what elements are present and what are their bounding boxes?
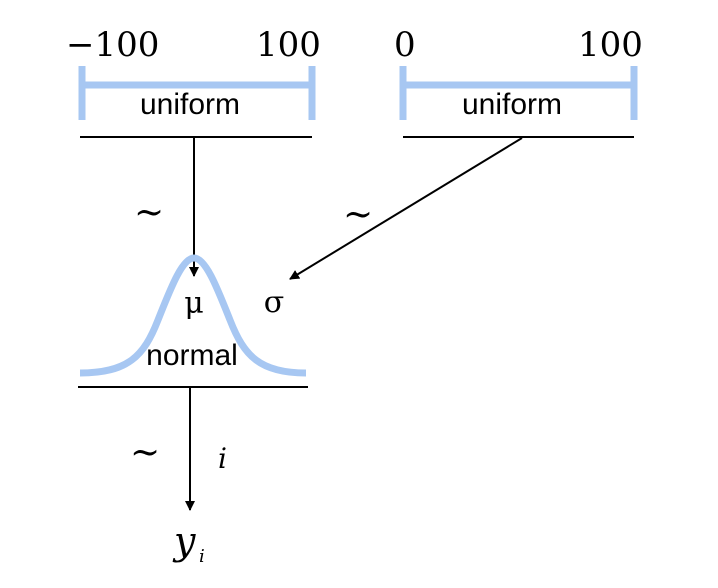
observation-tilde: ~ [130, 432, 160, 473]
likelihood-distribution-label: normal [146, 339, 238, 372]
prior-sigma-tilde: ~ [343, 194, 373, 235]
prior-mu-uniform-node: −100 100 uniform [66, 25, 321, 138]
prior-mu-upper-bound: 100 [256, 25, 321, 65]
prior-sigma-upper-bound: 100 [578, 25, 643, 65]
prior-mu-tilde: ~ [134, 192, 164, 233]
normal-param-sigma: σ [264, 285, 284, 320]
observation-variable-subscript: i [199, 546, 205, 567]
prior-sigma-uniform-node: 0 100 uniform [394, 25, 643, 138]
prior-mu-lower-bound: −100 [66, 25, 159, 65]
prior-mu-uniform-shape [78, 66, 316, 120]
observation-variable: y i [172, 519, 205, 567]
prior-sigma-distribution-label: uniform [462, 88, 562, 121]
prior-sigma-arrow [289, 137, 523, 280]
prior-sigma-uniform-shape [399, 66, 638, 120]
observation-index: i [218, 442, 227, 475]
normal-bell-curve-shape [79, 254, 307, 377]
observation-variable-name: y [172, 519, 196, 563]
prior-sigma-lower-bound: 0 [394, 25, 416, 65]
likelihood-normal-node: μ σ normal [78, 254, 308, 388]
prior-mu-distribution-label: uniform [140, 88, 240, 121]
normal-param-mu: μ [184, 286, 204, 321]
